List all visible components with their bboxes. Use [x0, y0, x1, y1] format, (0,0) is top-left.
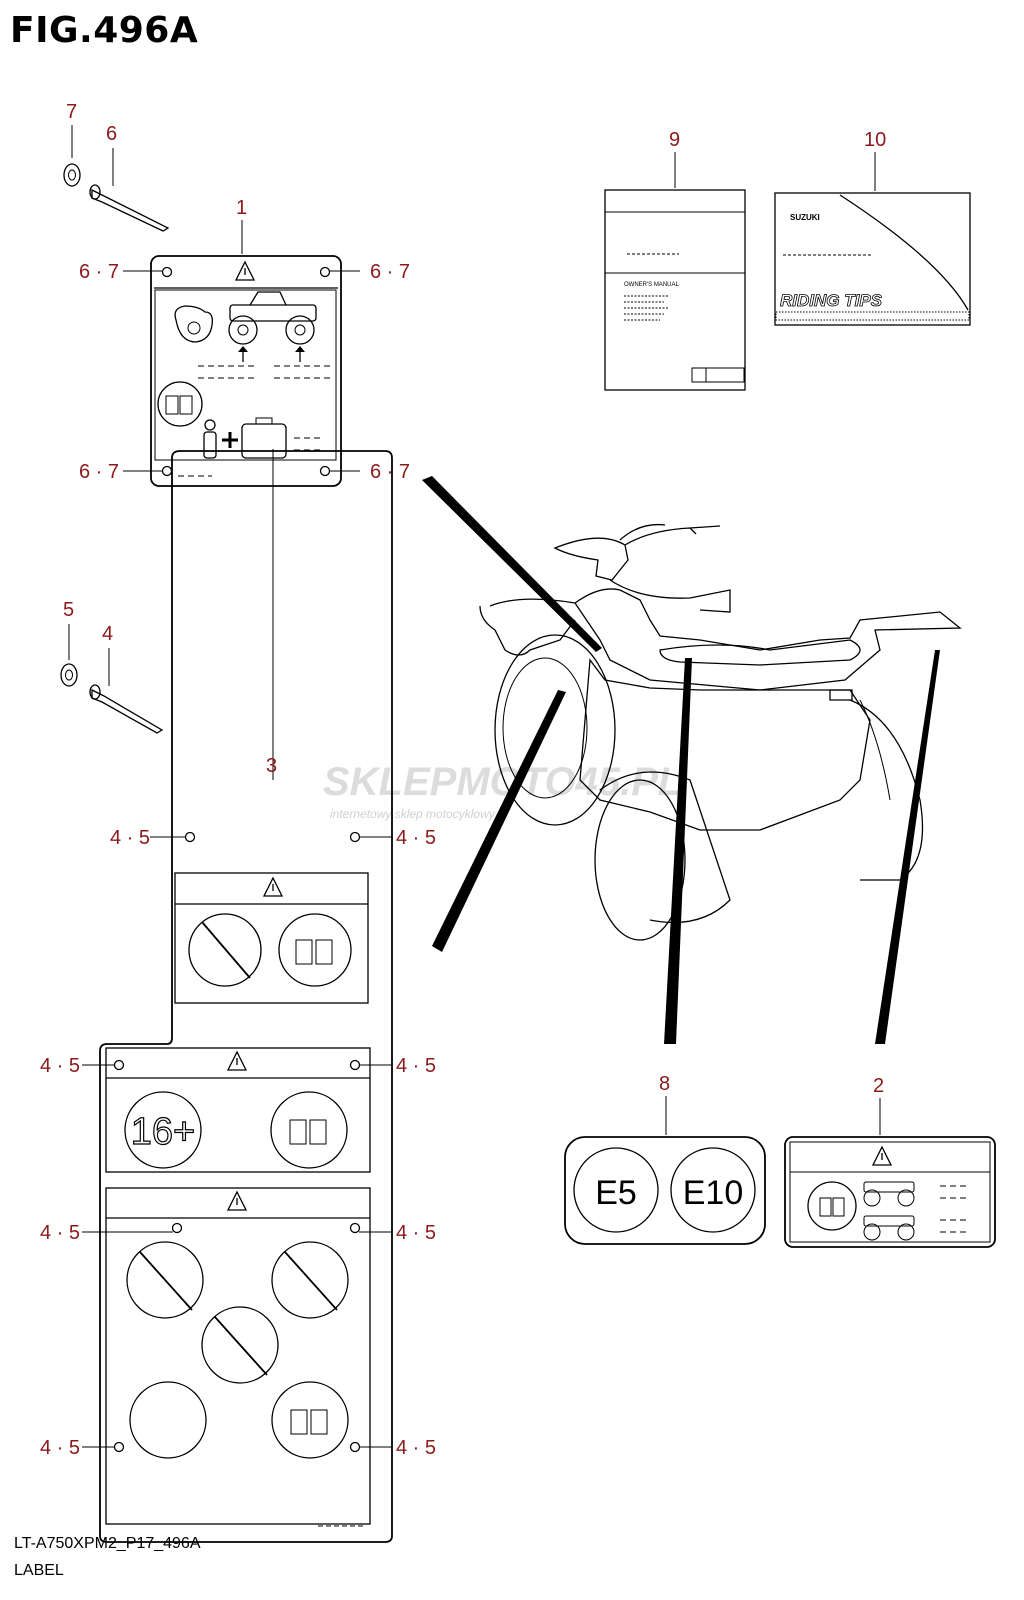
manual-heading: OWNER'S MANUAL: [624, 282, 679, 288]
manual-icon: [157, 381, 203, 427]
atv-icon-2: [863, 1181, 915, 1207]
no-road-icon: [126, 1241, 204, 1319]
helmet-icon: [129, 1381, 207, 1459]
callout-6-7-bl: 6 · 7: [79, 461, 119, 483]
callout-6-7-tr: 6 · 7: [370, 261, 410, 283]
label-8: E5 E10: [564, 1136, 766, 1245]
label-3: 16+: [99, 450, 393, 1543]
age-limit-text: 16+: [131, 1111, 195, 1153]
callout-2: 2: [873, 1075, 884, 1097]
e5-badge: [573, 1147, 659, 1233]
first-aid-kit-icon: [241, 423, 287, 459]
e5-text: E5: [595, 1174, 637, 1212]
rivet-4: [89, 684, 164, 734]
diagram-subtitle: LABEL: [14, 1562, 64, 1579]
no-passenger-icon: [188, 913, 262, 987]
rivet-6: [89, 184, 170, 232]
callout-6-7-tl: 6 · 7: [79, 261, 119, 283]
riding-tips-title: RIDING TIPS: [780, 291, 883, 310]
e10-text: E10: [683, 1174, 744, 1212]
atv-icon: [228, 291, 317, 345]
diagram-code: LT-A750XPM2_P17_496A: [14, 1535, 201, 1552]
riding-tips-10: SUZUKI RIDING TIPS: [774, 192, 971, 326]
manual-icon: [278, 913, 352, 987]
callout-7: 7: [66, 101, 77, 123]
callout-6-7-br: 6 · 7: [370, 461, 410, 483]
callout-10: 10: [864, 129, 886, 151]
callout-4: 4: [102, 623, 113, 645]
watermark: SKLEPMOTO45.PL internetowy sklep motocyk…: [323, 760, 682, 821]
manual-icon-2: [270, 1091, 348, 1169]
atv-icon-3: [863, 1215, 915, 1241]
callout-4-5-e: 4 · 5: [40, 1222, 80, 1244]
callout-4-5-f: 4 · 5: [396, 1222, 436, 1244]
manual-icon-3: [271, 1381, 349, 1459]
label-2: [784, 1136, 996, 1248]
callout-4-5-h: 4 · 5: [396, 1437, 436, 1459]
callout-3: 3: [266, 755, 277, 777]
age-limit-icon: [124, 1091, 202, 1169]
callout-1: 1: [236, 197, 247, 219]
washer-5: [60, 663, 78, 687]
owners-manual-9: OWNER'S MANUAL: [604, 189, 746, 391]
e10-badge: [670, 1147, 756, 1233]
atv-illustration: [479, 523, 962, 941]
person-icon: [204, 419, 216, 431]
callout-5: 5: [63, 599, 74, 621]
callout-4-5-d: 4 · 5: [396, 1055, 436, 1077]
figure-title: FIG.496A: [10, 10, 199, 51]
leader-label1: [422, 476, 602, 652]
callout-8: 8: [659, 1073, 670, 1095]
callout-4-5-b: 4 · 5: [396, 827, 436, 849]
leader-label2: [875, 650, 940, 1044]
leader-label3: [432, 690, 566, 952]
brand-text: SUZUKI: [790, 213, 820, 222]
watermark-tagline: internetowy sklep motocyklowy: [330, 807, 496, 821]
callout-9: 9: [669, 129, 680, 151]
callout-4-5-c: 4 · 5: [40, 1055, 80, 1077]
callout-4-5-a: 4 · 5: [110, 827, 150, 849]
washer-7: [63, 163, 81, 187]
no-alcohol-icon: [201, 1306, 279, 1384]
label-1: [150, 255, 342, 487]
no-child-icon: [271, 1241, 349, 1319]
callout-4-5-g: 4 · 5: [40, 1437, 80, 1459]
callout-6: 6: [106, 123, 117, 145]
leader-label8: [664, 658, 692, 1044]
manual-icon-4: [807, 1181, 857, 1231]
watermark-text: SKLEPMOTO45.PL: [323, 760, 682, 804]
